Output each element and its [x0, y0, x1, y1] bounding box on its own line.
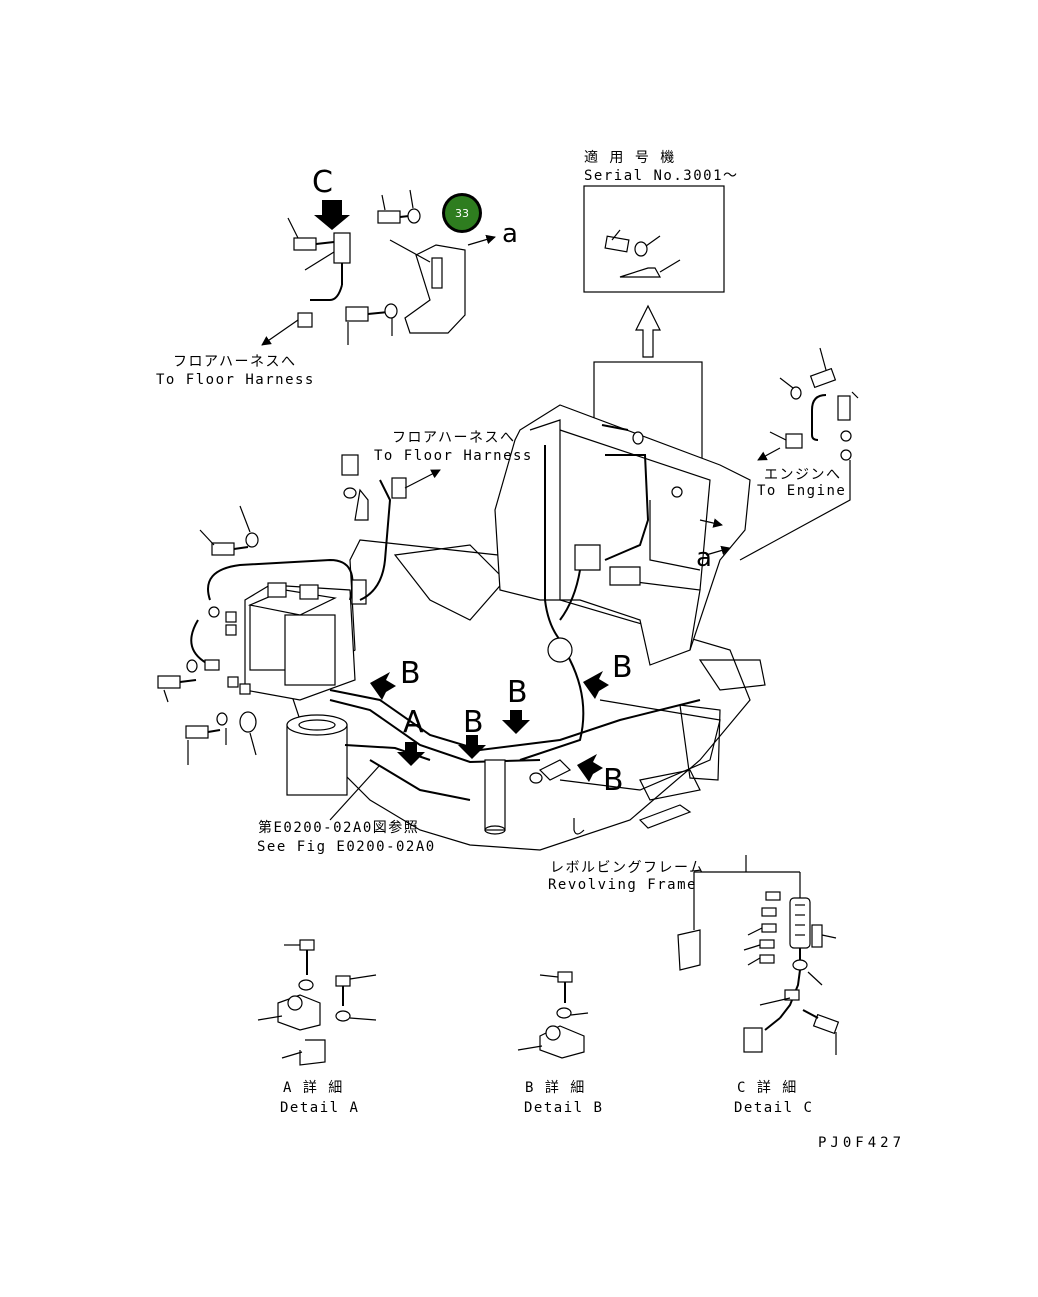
to-floor-harness-mid-jp: フロアハーネスへ — [392, 430, 515, 446]
detail-c-jp: C 詳 細 — [737, 1080, 798, 1096]
washer-icon — [384, 303, 398, 319]
callout-badge[interactable] — [445, 196, 479, 230]
view-letter-b-5: B — [603, 763, 624, 798]
to-floor-harness-top-en: To Floor Harness — [156, 372, 315, 388]
bolt-icon — [335, 975, 351, 987]
detail-c: C 詳 細 Detail C — [677, 855, 840, 1116]
washer-icon — [634, 241, 648, 257]
top-left-subassembly: C a 33 フロアハーネスへ To Floor Harness — [156, 165, 518, 388]
view-letter-a-mid: a — [696, 543, 712, 573]
bracket-icon — [299, 1039, 326, 1066]
revolving-frame-en: Revolving Frame — [548, 877, 697, 893]
connector-icon — [609, 566, 641, 586]
bolt-icon — [812, 1013, 840, 1035]
arrow-b-2-icon — [583, 671, 609, 699]
bolt-icon — [557, 971, 573, 983]
to-floor-harness-mid-en: To Floor Harness — [374, 448, 533, 464]
bolt-icon — [185, 725, 209, 739]
cover-icon — [404, 244, 466, 334]
arrow-b-4-icon — [458, 735, 486, 759]
fuse-icon — [759, 939, 775, 949]
bolt-icon — [341, 454, 359, 476]
arrow-a-icon — [397, 742, 425, 766]
bracket-icon — [638, 804, 692, 829]
serial-box-jp: 適 用 号 機 — [584, 149, 676, 166]
view-letter-b-4: B — [463, 705, 484, 740]
relay-icon — [574, 544, 601, 571]
see-fig-en: See Fig E0200-02A0 — [257, 839, 436, 855]
arrow-b-3-icon — [502, 710, 530, 734]
connector-icon — [743, 1027, 763, 1053]
view-letter-c: C — [312, 165, 333, 200]
detail-b-jp: B 詳 細 — [525, 1080, 586, 1096]
bolt-icon — [377, 210, 401, 224]
spare-fuse-icon — [811, 924, 823, 948]
to-floor-harness-top-jp: フロアハーネスへ — [173, 354, 296, 370]
fuse-icon — [761, 907, 777, 917]
harness-route — [519, 445, 585, 761]
detail-b: B 詳 細 Detail B — [517, 971, 603, 1116]
bolt-icon — [293, 237, 317, 251]
washer-icon — [298, 979, 314, 991]
battery-right-icon — [284, 614, 336, 686]
arrow-c-icon — [314, 200, 350, 230]
detail-b-en: Detail B — [524, 1100, 603, 1116]
post-icon — [484, 759, 506, 831]
view-letter-a-view: A — [403, 705, 424, 740]
bolt-icon — [538, 759, 572, 781]
arrow-b-1-icon — [370, 672, 396, 700]
washer-icon — [343, 487, 357, 499]
washer-icon — [407, 208, 421, 224]
fuse-cover-icon — [677, 929, 701, 971]
figure-code: PJ0F427 — [818, 1135, 905, 1151]
horn-icon — [239, 711, 257, 733]
washer-icon — [790, 386, 802, 400]
washer-icon — [216, 712, 228, 726]
washer-icon — [335, 1010, 351, 1022]
to-engine-jp: エンジンへ — [764, 467, 842, 483]
view-letter-b-2: B — [612, 650, 633, 685]
view-letter-a-top: a — [502, 219, 518, 249]
see-fig-jp: 第E0200-02A0図参照 — [258, 819, 419, 836]
bolt-icon — [157, 675, 181, 689]
fuse-icon — [759, 954, 775, 964]
engine-cable — [811, 394, 827, 441]
detail-c-en: Detail C — [734, 1100, 813, 1116]
bolt-icon — [345, 306, 369, 322]
washer-icon — [245, 532, 259, 548]
washer-icon — [186, 659, 198, 673]
revolving-frame-jp: レボルビングフレーム — [550, 860, 705, 876]
callout-badge-number: 33 — [455, 207, 469, 220]
detail-a-jp: A 詳 細 — [283, 1080, 344, 1096]
bolt-icon — [604, 235, 630, 253]
connector-plug-icon — [297, 312, 313, 328]
bolt-icon — [809, 367, 837, 389]
fuse-icon — [765, 891, 781, 901]
main-harness — [329, 689, 701, 752]
battery-cable — [207, 558, 354, 601]
view-letter-b-1: B — [400, 656, 421, 691]
cab-frame — [494, 404, 751, 666]
detail-a-en: Detail A — [280, 1100, 359, 1116]
serial-number-inset: 適 用 号 機 Serial No.3001〜 — [583, 149, 739, 471]
hollow-arrow-up-icon — [635, 304, 661, 358]
detail-a: A 詳 細 Detail A — [257, 939, 377, 1116]
connector-icon — [391, 477, 407, 499]
connector-icon — [333, 232, 351, 264]
bolt-icon — [211, 542, 235, 556]
serial-inset-frame — [583, 185, 725, 293]
main-assembly: a — [157, 347, 859, 893]
washer-icon — [556, 1007, 572, 1019]
grommet-icon — [547, 637, 573, 663]
bolt-icon — [299, 939, 315, 951]
to-engine-en: To Engine — [757, 483, 846, 499]
view-letter-b-3: B — [507, 675, 528, 710]
serial-box-en: Serial No.3001〜 — [584, 168, 739, 184]
canister-icon — [286, 724, 348, 796]
bolt-icon — [837, 395, 851, 421]
arrow-b-5-icon — [577, 754, 603, 782]
fuse-icon — [761, 923, 777, 933]
